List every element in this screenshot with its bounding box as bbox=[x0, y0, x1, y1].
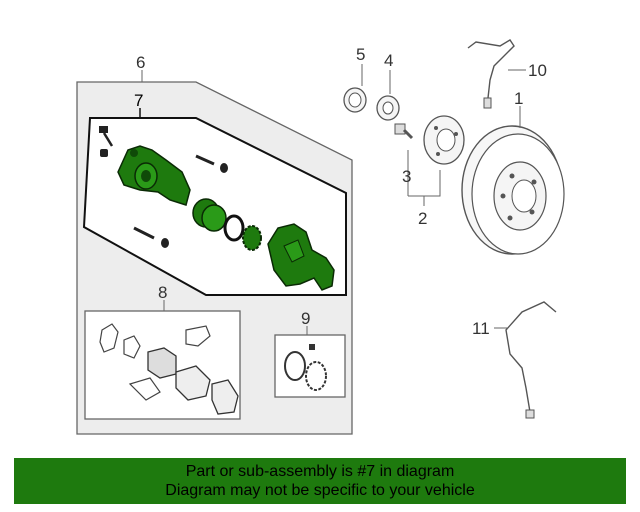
callout-1: 1 bbox=[514, 89, 523, 108]
brake-hose-10 bbox=[467, 39, 526, 109]
banner-line-2: Diagram may not be specific to your vehi… bbox=[165, 482, 475, 499]
caliper-housing bbox=[117, 145, 191, 206]
dust-boot bbox=[242, 225, 262, 251]
seal-kit-box-9 bbox=[274, 326, 346, 398]
callout-7: 7 bbox=[134, 91, 143, 110]
callout-6: 6 bbox=[136, 53, 145, 72]
brake-rotor-1 bbox=[461, 106, 565, 255]
callout-10: 10 bbox=[528, 61, 547, 80]
callout-11: 11 bbox=[472, 319, 490, 338]
caliper-piston bbox=[192, 198, 227, 232]
info-banner: Part or sub-assembly is #7 in diagram Di… bbox=[14, 458, 626, 504]
callout-5: 5 bbox=[356, 45, 365, 64]
pad-kit-box-8 bbox=[84, 300, 241, 420]
hub-2 bbox=[408, 115, 465, 206]
banner-line-1: Part or sub-assembly is #7 in diagram bbox=[185, 463, 455, 480]
callout-2: 2 bbox=[418, 209, 427, 228]
piston-seal-ring bbox=[223, 214, 245, 242]
bleeder-cap bbox=[100, 149, 108, 157]
grease-seal-5 bbox=[343, 64, 367, 113]
wheel-stud-3 bbox=[394, 123, 414, 196]
guide-pin-lower bbox=[133, 226, 169, 248]
callout-8: 8 bbox=[158, 283, 167, 302]
abs-sensor-11 bbox=[494, 301, 557, 419]
callout-4: 4 bbox=[384, 51, 393, 70]
caliper-bracket bbox=[267, 223, 335, 291]
wheel-bearing-4 bbox=[376, 70, 400, 121]
callout-9: 9 bbox=[301, 309, 310, 328]
guide-pin-upper bbox=[195, 154, 228, 173]
caliper-bolt-top bbox=[99, 126, 114, 147]
callout-3: 3 bbox=[402, 167, 411, 186]
